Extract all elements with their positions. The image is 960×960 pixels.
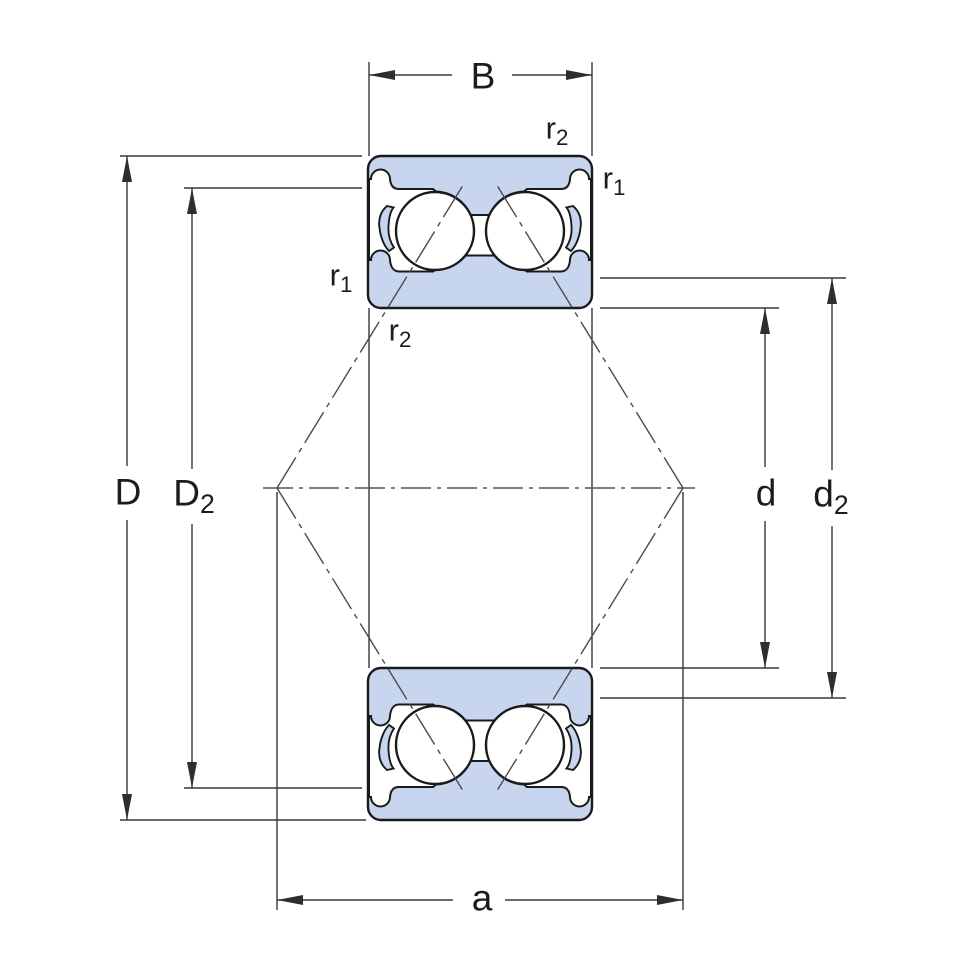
contact-angle-lines — [276, 181, 684, 795]
label-B: B — [471, 58, 496, 95]
label-r1-left: r1 — [330, 260, 353, 297]
label-r1-left-sub: 1 — [339, 271, 353, 297]
label-r2-left-text: r — [388, 312, 399, 348]
label-D: D — [115, 474, 142, 511]
label-r1-top-right-sub: 1 — [612, 174, 626, 200]
label-D2-text: D — [173, 472, 200, 514]
label-r2-left: r2 — [389, 315, 412, 352]
label-D2: D2 — [173, 474, 215, 517]
label-r1-top-right-text: r — [602, 160, 613, 196]
label-d2: d2 — [813, 475, 848, 518]
label-d2-sub: 2 — [833, 489, 849, 520]
label-B-text: B — [470, 55, 496, 97]
label-d: d — [756, 475, 777, 512]
label-r2-top-text: r — [545, 110, 556, 146]
label-r2-top: r2 — [546, 113, 569, 150]
label-d-text: d — [755, 472, 777, 514]
extension-lines — [120, 62, 846, 910]
label-d2-text: d — [813, 473, 834, 515]
label-r2-top-sub: 2 — [555, 124, 569, 150]
label-D-text: D — [114, 471, 142, 513]
label-a-text: a — [471, 877, 493, 919]
label-a: a — [472, 880, 493, 917]
label-r1-left-text: r — [329, 257, 340, 293]
label-D2-sub: 2 — [199, 488, 215, 519]
label-r2-left-sub: 2 — [398, 326, 412, 352]
dimension-arrowheads — [122, 70, 837, 905]
label-r1-top-right: r1 — [603, 163, 626, 200]
